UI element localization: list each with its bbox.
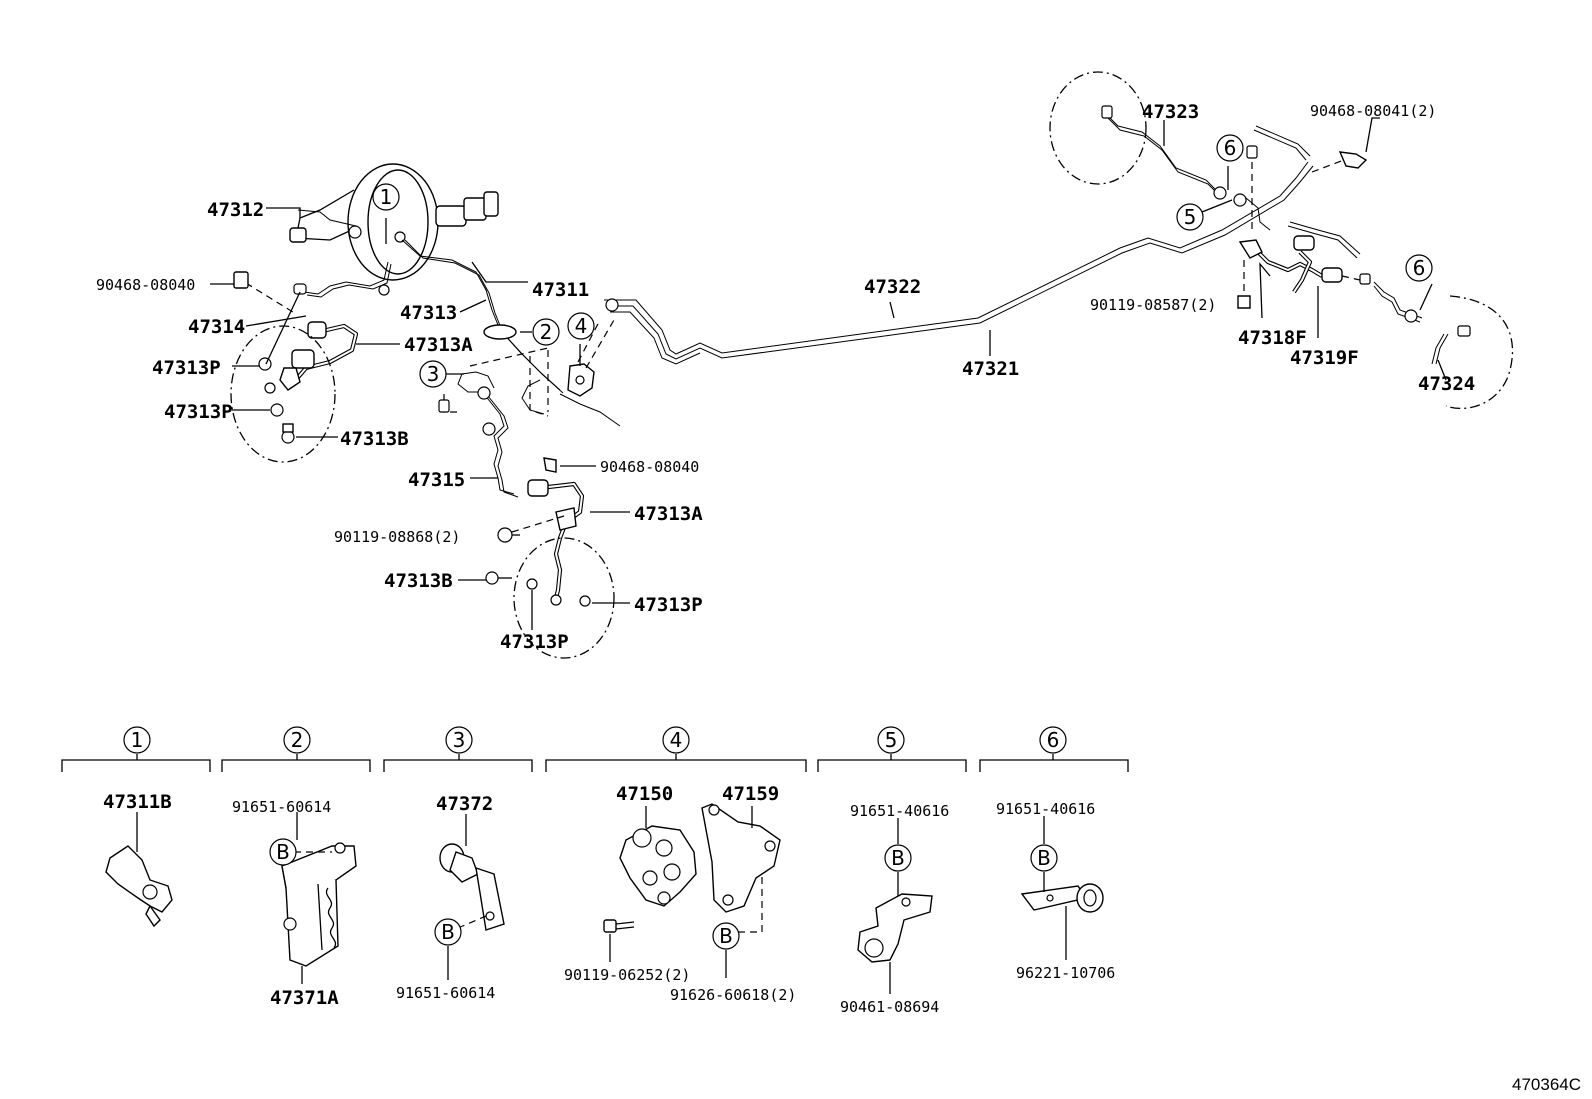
label-47315: 47315 — [408, 469, 465, 491]
svg-text:B: B — [441, 920, 455, 944]
front-hose-upper — [279, 321, 359, 391]
b-marker-6: B — [1030, 844, 1058, 872]
junction-block — [567, 363, 595, 397]
svg-text:B: B — [276, 840, 290, 864]
label-47319F: 47319F — [1290, 347, 1359, 369]
label-91651-40616-d6: 91651-40616 — [996, 800, 1095, 818]
detail-callout-4: 4 — [662, 726, 690, 754]
front-hose-lower — [527, 479, 585, 606]
svg-text:1: 1 — [380, 185, 393, 209]
callout-3: 3 — [419, 360, 447, 388]
label-47313A-b: 47313A — [634, 503, 703, 525]
label-47322: 47322 — [864, 276, 921, 298]
label-96221-10706: 96221-10706 — [1016, 964, 1115, 982]
label-47324: 47324 — [1418, 373, 1475, 395]
label-91651-60614-d2: 91651-60614 — [232, 798, 331, 816]
detail-4-valve-drawing — [603, 803, 781, 933]
label-90468-08040-a: 90468-08040 — [96, 276, 195, 294]
svg-text:6: 6 — [1413, 256, 1426, 280]
label-47372: 47372 — [436, 793, 493, 815]
svg-text:6: 6 — [1047, 728, 1060, 752]
detail-2-clamp-drawing — [281, 842, 357, 967]
leader-lines — [210, 117, 1447, 630]
label-47312: 47312 — [207, 199, 264, 221]
detail-callout-3: 3 — [445, 726, 473, 754]
label-90461-08694: 90461-08694 — [840, 998, 939, 1016]
label-90119-08587: 90119-08587(2) — [1090, 296, 1216, 314]
label-47150: 47150 — [616, 783, 673, 805]
callout-6-right: 6 — [1405, 254, 1433, 282]
svg-text:B: B — [891, 846, 905, 870]
figure-code: 470364C — [1512, 1075, 1581, 1094]
detail-3-clamp-drawing — [439, 843, 505, 931]
rear-hose-assembly — [1238, 235, 1343, 294]
svg-text:B: B — [1037, 846, 1051, 870]
callout-6-left: 6 — [1216, 134, 1244, 162]
svg-text:B: B — [719, 924, 733, 948]
svg-text:3: 3 — [427, 362, 440, 386]
label-47313P-c: 47313P — [634, 594, 703, 616]
callout-4: 4 — [567, 312, 595, 340]
b-marker-2: B — [269, 838, 297, 866]
callout-1: 1 — [372, 183, 400, 211]
callout-5: 5 — [1176, 203, 1204, 231]
label-90468-08040-b: 90468-08040 — [600, 458, 699, 476]
label-47321: 47321 — [962, 358, 1019, 380]
detail-callout-5: 5 — [877, 726, 905, 754]
label-91651-40616-d5: 91651-40616 — [850, 802, 949, 820]
label-47313P-a: 47313P — [152, 357, 221, 379]
detail-6-clamp-drawing — [1020, 883, 1104, 913]
svg-text:5: 5 — [1184, 205, 1197, 229]
label-47311B: 47311B — [103, 791, 172, 813]
label-47313P-b: 47313P — [164, 401, 233, 423]
label-47318F: 47318F — [1238, 327, 1307, 349]
b-marker-3: B — [434, 918, 462, 946]
svg-text:2: 2 — [540, 320, 553, 344]
label-91626-60618: 91626-60618(2) — [670, 986, 796, 1004]
detail-callout-6: 6 — [1039, 726, 1067, 754]
label-47313P-d: 47313P — [500, 631, 569, 653]
detail-5-clamp-drawing — [857, 893, 933, 963]
detail-callout-2: 2 — [283, 726, 311, 754]
label-47371A: 47371A — [270, 987, 339, 1009]
callout-2: 2 — [532, 318, 560, 346]
b-marker-5: B — [884, 844, 912, 872]
svg-text:4: 4 — [575, 314, 588, 338]
label-47323: 47323 — [1142, 101, 1199, 123]
svg-text:2: 2 — [291, 728, 304, 752]
svg-text:4: 4 — [670, 728, 683, 752]
label-47159: 47159 — [722, 783, 779, 805]
svg-text:6: 6 — [1224, 136, 1237, 160]
detail-1-clamp-drawing — [105, 845, 173, 928]
svg-text:5: 5 — [885, 728, 898, 752]
label-47313: 47313 — [400, 302, 457, 324]
label-90119-08868: 90119-08868(2) — [334, 528, 460, 546]
label-91651-60614-d3: 91651-60614 — [396, 984, 495, 1002]
label-47313B-a: 47313B — [340, 428, 409, 450]
b-marker-4: B — [712, 922, 740, 950]
svg-text:3: 3 — [453, 728, 466, 752]
label-90468-08041: 90468-08041(2) — [1310, 102, 1436, 120]
detail-callout-1: 1 — [123, 726, 151, 754]
label-47313A-a: 47313A — [404, 334, 473, 356]
label-47314: 47314 — [188, 316, 245, 338]
brake-booster-master-cylinder — [289, 163, 499, 281]
label-90119-06252: 90119-06252(2) — [564, 966, 690, 984]
label-47313B-b: 47313B — [384, 570, 453, 592]
detail-brackets — [61, 754, 1129, 772]
svg-text:1: 1 — [131, 728, 144, 752]
label-47311: 47311 — [532, 279, 589, 301]
